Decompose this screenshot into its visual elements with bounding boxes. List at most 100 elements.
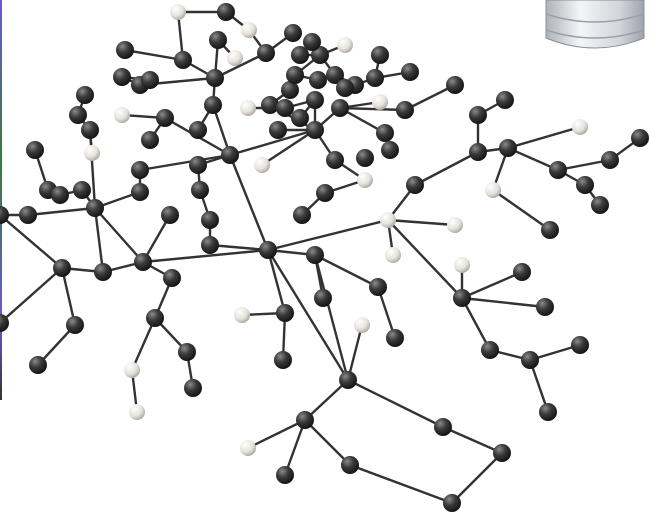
network-node-dark [221, 146, 239, 164]
network-node-light [454, 257, 470, 273]
network-node-dark [201, 211, 219, 229]
network-edge [266, 248, 287, 315]
network-node-dark [189, 121, 207, 139]
network-node-dark [601, 151, 619, 169]
network-edge [0, 213, 64, 270]
network-node-dark [331, 99, 349, 117]
network-node-dark [306, 121, 324, 139]
network-node-dark [291, 109, 309, 127]
network-node-dark [94, 263, 112, 281]
network-node-dark [156, 109, 174, 127]
network-node-light [170, 4, 186, 20]
network-node-dark [326, 151, 344, 169]
network-node-dark [326, 66, 344, 84]
network-node-dark [261, 96, 279, 114]
network-node-dark [499, 139, 517, 157]
network-node-dark [591, 196, 609, 214]
network-node-dark [29, 356, 47, 374]
network-edge [130, 316, 157, 372]
network-node-light [241, 22, 257, 38]
network-node-dark [493, 444, 511, 462]
network-edge [450, 451, 504, 505]
network-node-dark [469, 106, 487, 124]
network-edge [506, 125, 582, 150]
network-node-dark [161, 206, 179, 224]
network-node-dark [369, 278, 387, 296]
network-node-dark [469, 143, 487, 161]
network-node-dark [51, 186, 69, 204]
network-edge [228, 153, 270, 252]
network-node-dark [81, 121, 99, 139]
network-edge [528, 358, 550, 414]
network-node-dark [184, 379, 202, 397]
network-node-dark [576, 176, 594, 194]
network-node-light [485, 182, 501, 198]
network-node-dark [217, 3, 235, 21]
network-node-dark [269, 121, 287, 139]
network-node-dark [381, 141, 399, 159]
network-edge [413, 150, 480, 187]
network-node-dark [26, 141, 44, 159]
network-node-dark [134, 253, 152, 271]
network-node-dark [141, 71, 159, 89]
network-edge [460, 296, 492, 352]
network-node-light [354, 317, 370, 333]
network-node-light [240, 100, 256, 116]
network-edge [491, 188, 552, 232]
network-edge [123, 48, 185, 62]
network-node-light [254, 157, 270, 173]
network-edge [460, 270, 524, 300]
network-node-dark [386, 329, 404, 347]
network-node-dark [314, 289, 332, 307]
network-edge [228, 128, 317, 157]
network-node-dark [481, 341, 499, 359]
network-node-dark [131, 183, 149, 201]
network-node-dark [53, 259, 71, 277]
network-edge [260, 128, 317, 167]
network-node-dark [536, 298, 554, 316]
network-node-dark [296, 411, 314, 429]
network-edge [141, 213, 172, 264]
network-node-dark [284, 24, 302, 42]
network-edge [283, 418, 307, 477]
network-node-dark [306, 91, 324, 109]
network-node-light [234, 307, 250, 323]
network-node-dark [521, 351, 539, 369]
network-node-dark [631, 129, 649, 147]
network-edge [141, 248, 270, 264]
network-node-dark [446, 76, 464, 94]
network-edge [313, 253, 380, 289]
network-node-dark [306, 246, 324, 264]
network-node-dark [366, 69, 384, 87]
network-node-dark [496, 91, 514, 109]
network-node-light [124, 362, 140, 378]
network-edge [303, 378, 350, 422]
network-node-dark [401, 63, 419, 81]
network-edge [506, 146, 560, 172]
network-node-dark [549, 161, 567, 179]
network-edge [348, 463, 454, 505]
network-node-light [84, 145, 100, 161]
network-node-dark [206, 69, 224, 87]
network-node-dark [281, 81, 299, 99]
network-node-dark [356, 149, 374, 167]
database-cylinder-icon [540, 0, 650, 52]
network-node-light [572, 119, 588, 135]
network-node-dark [274, 351, 292, 369]
network-edge [138, 153, 232, 172]
network-edge [213, 51, 268, 80]
network-node-dark [116, 41, 134, 59]
network-node-dark [113, 68, 131, 86]
network-node-dark [434, 418, 452, 436]
network-node-dark [293, 206, 311, 224]
network-node-dark [286, 66, 304, 84]
network-edge [26, 206, 97, 217]
network-edge [338, 106, 407, 112]
network-node-dark [453, 289, 471, 307]
network-node-dark [163, 269, 181, 287]
network-node-dark [0, 314, 9, 332]
network-node-dark [201, 236, 219, 254]
network-edge [36, 323, 77, 367]
network-edge [386, 218, 464, 300]
network-node-dark [376, 124, 394, 142]
